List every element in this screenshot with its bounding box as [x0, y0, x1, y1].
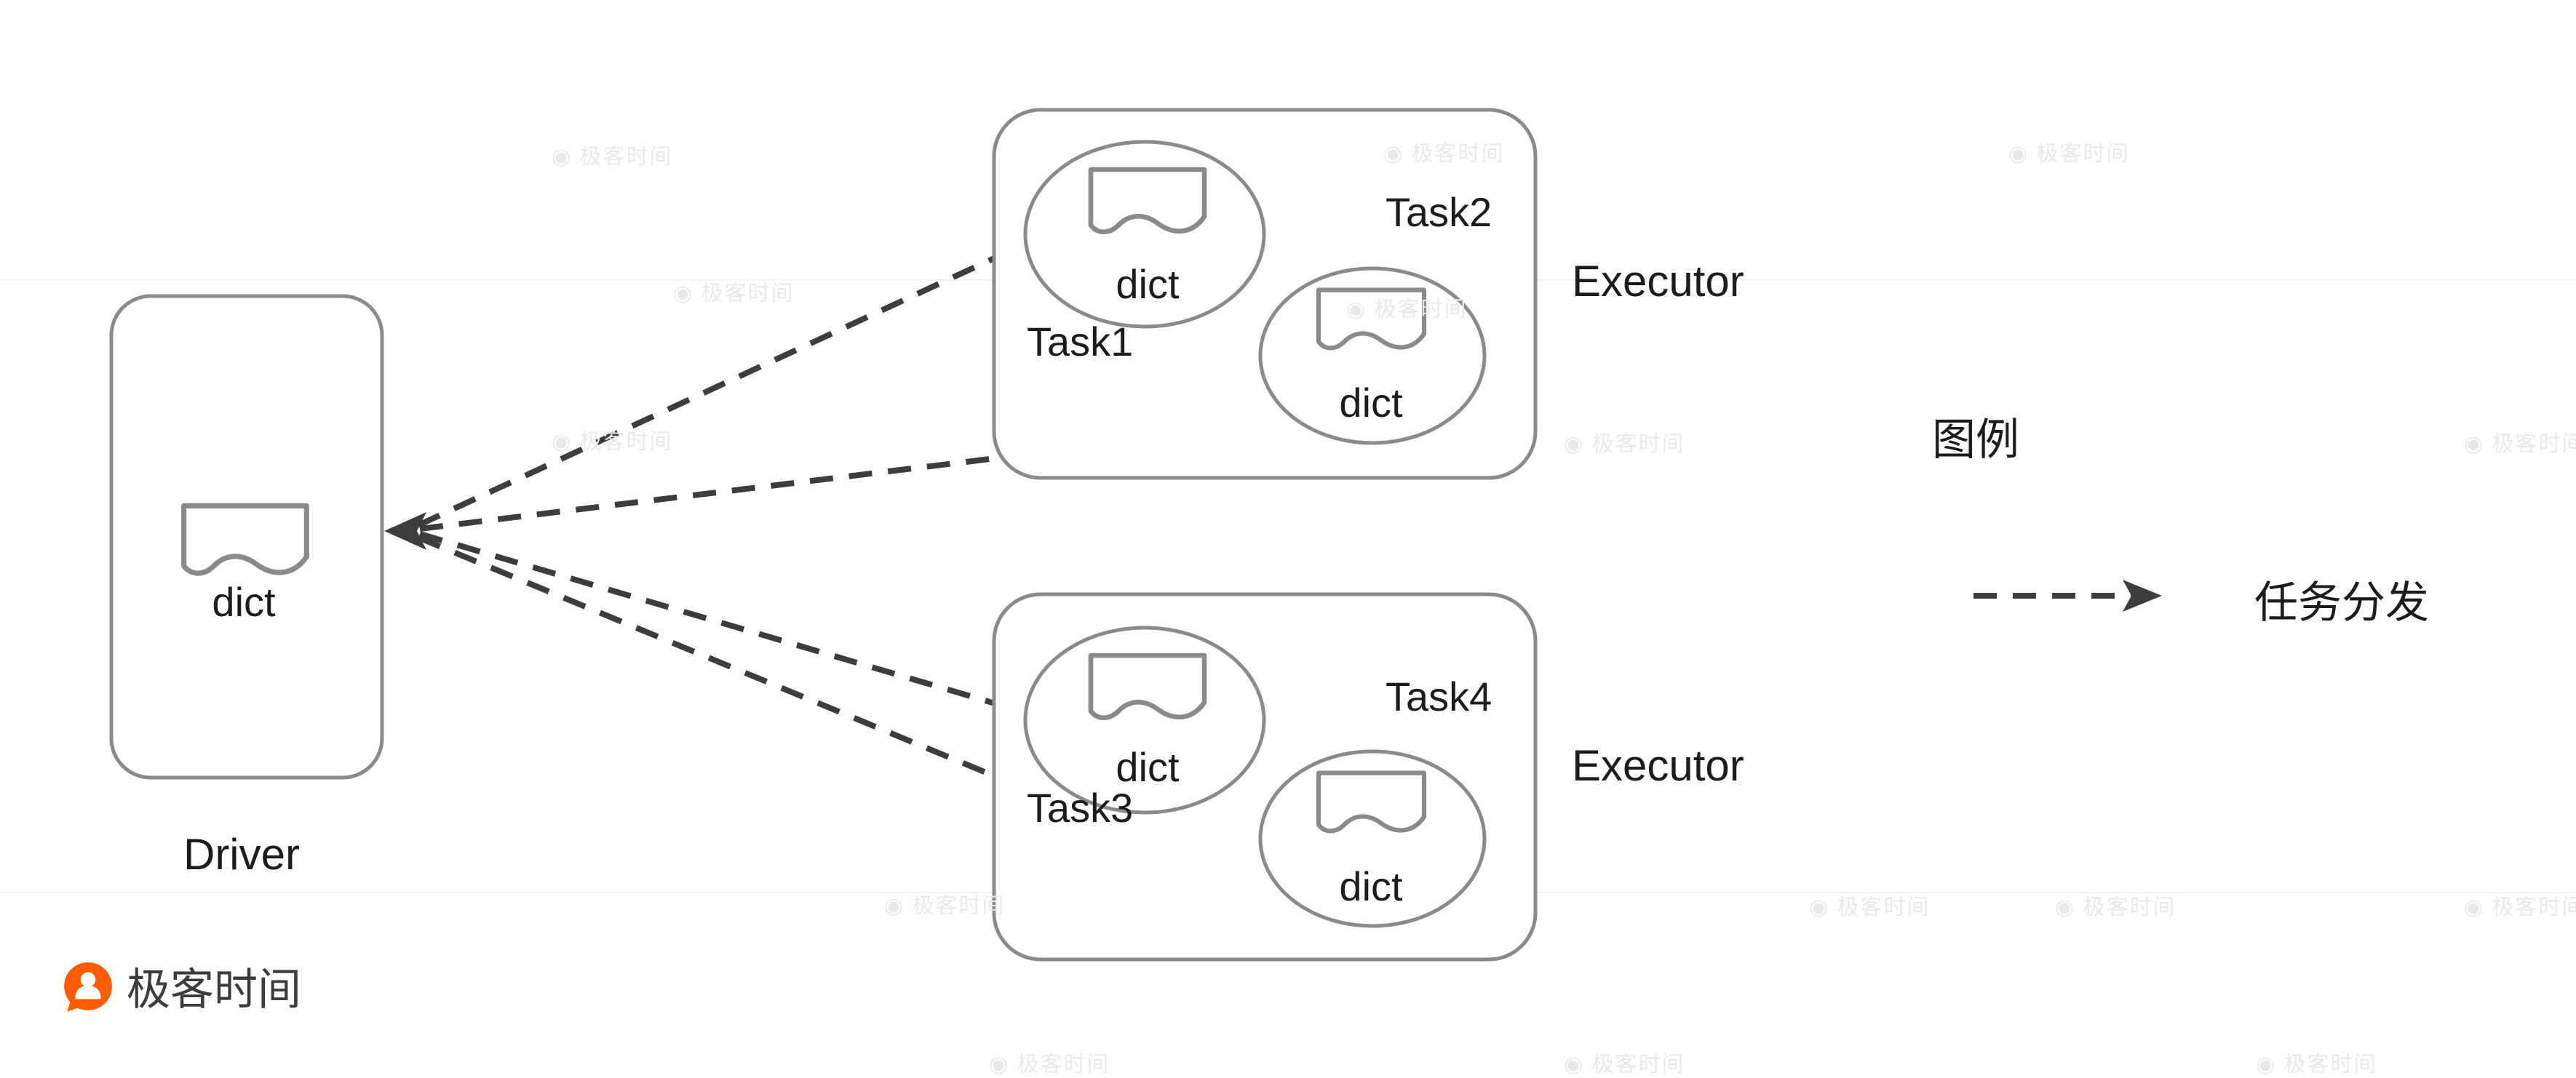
legend-item-label: 任务分发 [2254, 578, 2429, 627]
task3-label: Task3 [1027, 785, 1134, 831]
executor-top-label: Executor [1572, 257, 1744, 306]
driver-label: Driver [183, 830, 300, 879]
task1-dict-label: dict [1116, 261, 1180, 307]
task2-label: Task2 [1386, 189, 1492, 235]
driver-dict-label: dict [212, 579, 276, 625]
geektime-logo-text: 极客时间 [127, 965, 301, 1014]
task4-label: Task4 [1386, 674, 1492, 719]
task2-dict-label: dict [1339, 380, 1403, 426]
task1-label: Task1 [1027, 319, 1134, 364]
task3-dict-label: dict [1116, 744, 1180, 790]
arrowhead-toward-driver [384, 512, 426, 550]
task-dispatch-arrow-task1 [417, 238, 1036, 528]
task-dispatch-arrow-task3 [418, 531, 1036, 720]
executor-bottom-label: Executor [1572, 741, 1744, 790]
task4-dict-label: dict [1339, 863, 1403, 909]
legend-title: 图例 [1932, 415, 2019, 464]
geektime-logo: 极客时间 [60, 954, 301, 1018]
geektime-logo-icon [64, 962, 112, 1012]
